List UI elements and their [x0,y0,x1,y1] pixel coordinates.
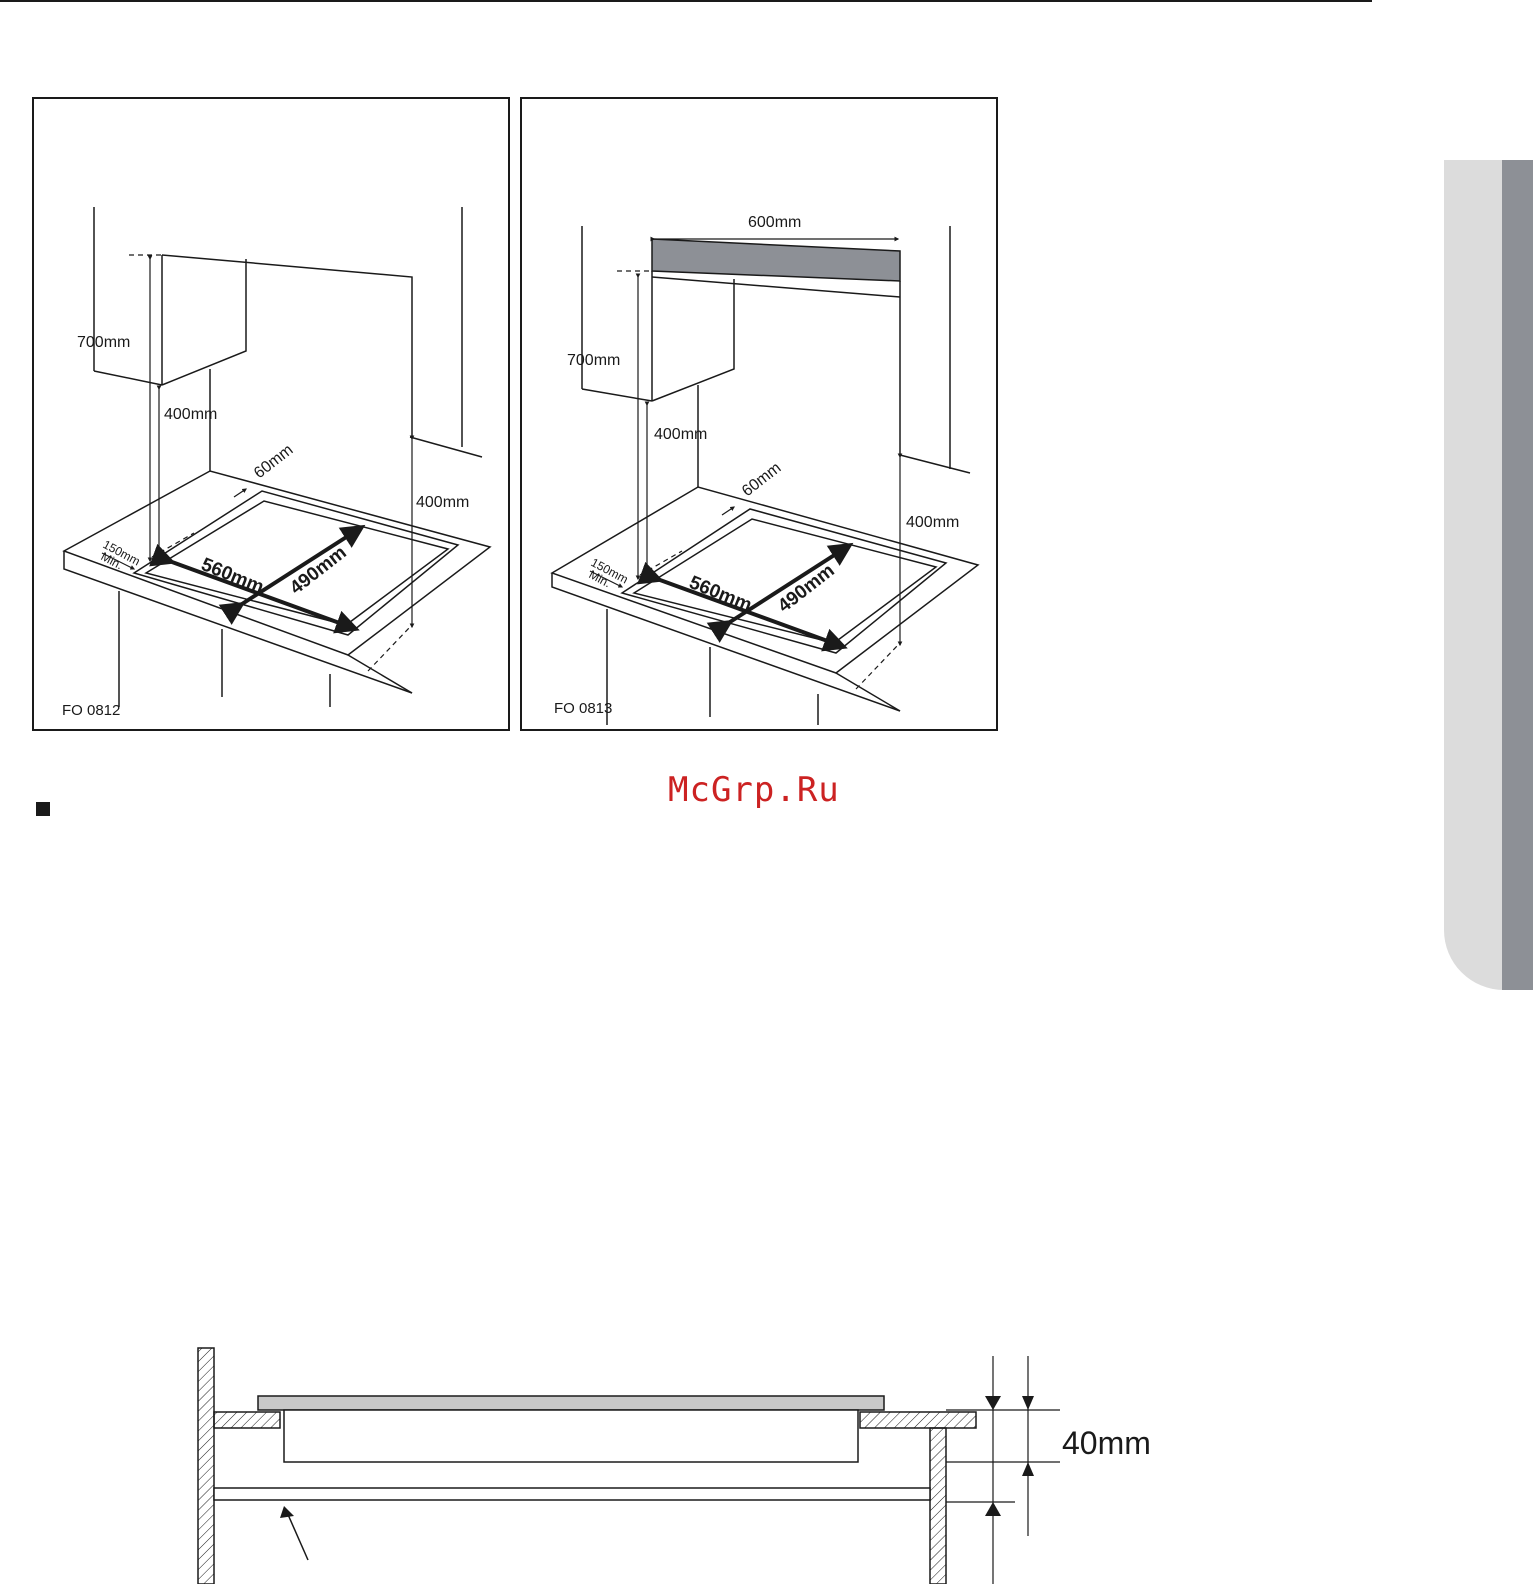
side-clearance-label: 400mm [906,514,959,531]
side-tab [1444,160,1504,990]
figure-fo-0813: 600mm 700mm 400mm 400mm 60mm 150mm Min. … [520,97,998,731]
upper-height-label: 700mm [77,334,130,351]
depth-label: 40mm [1062,1425,1151,1461]
watermark: McGrp.Ru [668,770,840,810]
figure-code: FO 0813 [554,700,612,717]
figure-fo-0812: 700mm 400mm 400mm 60mm 150mm Min. 560mm … [32,97,510,731]
figure-fo-0813-drawing: 600mm 700mm 400mm 400mm 60mm 150mm Min. … [522,99,1000,733]
page-top-rule [0,0,1372,2]
rear-gap-label: 60mm [739,459,784,500]
rear-gap-label: 60mm [251,441,296,482]
cutout-width-label: 560mm [686,572,755,616]
hood-width-label: 600mm [748,214,801,231]
figure-code: FO 0812 [62,702,120,719]
upper-height-label: 700mm [567,352,620,369]
section-diagram-drawing: 40mm [180,1340,1180,1584]
cabinet-clearance-label: 400mm [164,406,217,423]
side-tab-edge [1502,160,1533,990]
side-clearance-label: 400mm [416,494,469,511]
bullet-square [36,802,50,816]
hood-shape [652,239,900,281]
figure-fo-0812-drawing: 700mm 400mm 400mm 60mm 150mm Min. 560mm … [34,99,512,733]
cutout-width-label: 560mm [198,554,267,598]
cabinet-clearance-label: 400mm [654,426,707,443]
section-diagram: 40mm [180,1340,1180,1584]
